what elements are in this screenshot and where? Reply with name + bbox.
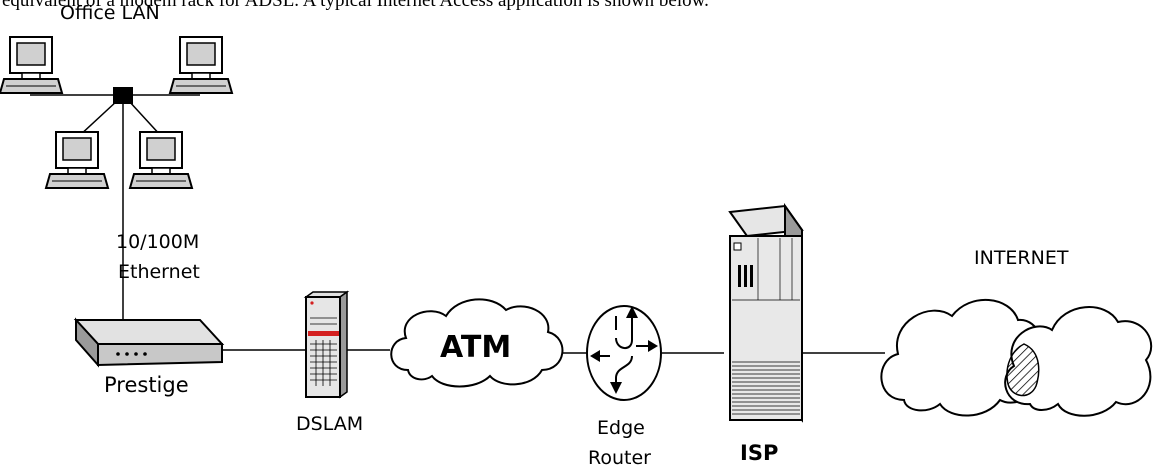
atm-label: ATM [440,330,511,365]
computer-icon [129,131,193,189]
lan-wiring [30,94,200,320]
office-lan-label: Office LAN [60,2,160,24]
internet-label: INTERNET [974,247,1069,269]
dslam-icon [303,290,350,399]
isp-label: ISP [740,441,778,465]
computer-icon [0,36,63,94]
edge-router-icon [586,305,662,401]
dslam-label: DSLAM [296,413,363,435]
prestige-modem-icon [73,317,225,368]
intro-caption: equivalent of a modem rack for ADSL. A t… [2,0,709,11]
link-speed-label: 10/100M [116,231,199,253]
atm-cloud-icon [390,298,564,388]
computer-icon [169,36,233,94]
edge-router-label-line1: Edge [597,417,645,439]
isp-server-icon [728,202,804,423]
computer-icon [45,131,109,189]
link-type-label: Ethernet [118,261,200,283]
lan-hub [113,87,133,104]
prestige-label: Prestige [104,373,189,397]
internet-cloud-icon [880,299,1153,417]
edge-router-label-line2: Router [588,447,651,469]
